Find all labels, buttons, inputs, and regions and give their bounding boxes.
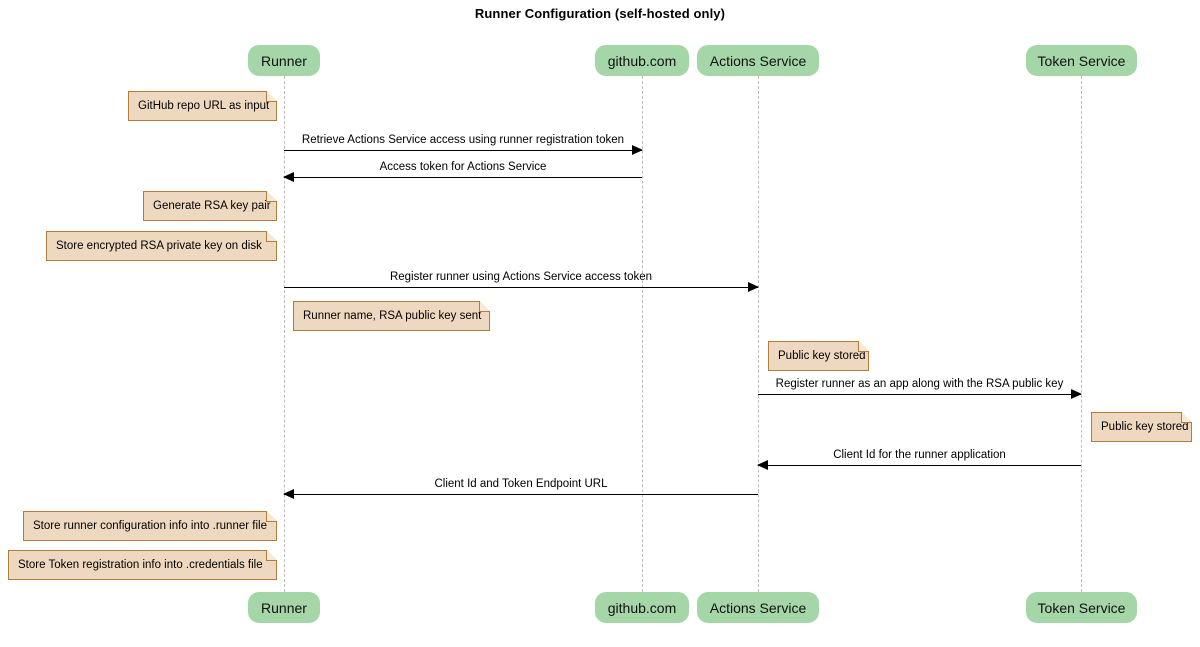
message-label: Client Id for the runner application bbox=[833, 449, 1006, 461]
participant-label: Token Service bbox=[1037, 52, 1126, 69]
note-fold-corner-icon bbox=[266, 190, 277, 202]
note-n7: Store runner configuration info into .ru… bbox=[23, 510, 277, 541]
participant-label: github.com bbox=[607, 599, 677, 616]
note-fold-corner-icon bbox=[266, 510, 277, 522]
participant-actions-top[interactable]: Actions Service bbox=[697, 45, 819, 76]
note-text: Store Token registration info into .cred… bbox=[18, 559, 263, 571]
message-line bbox=[758, 465, 1081, 466]
message-line bbox=[284, 494, 758, 495]
note-n8: Store Token registration info into .cred… bbox=[8, 549, 277, 580]
message-label: Client Id and Token Endpoint URL bbox=[434, 478, 608, 490]
participant-token-bottom[interactable]: Token Service bbox=[1026, 592, 1137, 623]
note-n1: GitHub repo URL as input bbox=[128, 90, 277, 121]
lifeline-runner bbox=[284, 76, 285, 592]
participant-label: Actions Service bbox=[709, 52, 807, 69]
message-line bbox=[758, 394, 1081, 395]
note-fold-corner-icon bbox=[266, 549, 277, 561]
participant-label: Runner bbox=[261, 52, 307, 69]
message-line bbox=[284, 287, 758, 288]
note-text: Runner name, RSA public key sent bbox=[303, 310, 482, 322]
note-n4: Runner name, RSA public key sent bbox=[293, 300, 490, 331]
participant-runner-bottom[interactable]: Runner bbox=[248, 592, 320, 623]
participant-token-top[interactable]: Token Service bbox=[1026, 45, 1137, 76]
participant-label: github.com bbox=[607, 52, 677, 69]
message-label: Access token for Actions Service bbox=[379, 161, 547, 173]
note-n6: Public key stored bbox=[1091, 411, 1192, 442]
arrow-head-icon bbox=[283, 172, 294, 182]
participant-github-top[interactable]: github.com bbox=[595, 45, 689, 76]
message-line bbox=[284, 150, 642, 151]
arrow-head-icon bbox=[1071, 389, 1082, 399]
note-n2: Generate RSA key pair bbox=[143, 190, 277, 221]
note-n3: Store encrypted RSA private key on disk bbox=[46, 230, 277, 261]
arrow-head-icon bbox=[632, 145, 643, 155]
note-text: Store runner configuration info into .ru… bbox=[33, 520, 267, 532]
participant-label: Runner bbox=[261, 599, 307, 616]
arrow-head-icon bbox=[757, 460, 768, 470]
lifeline-actions bbox=[758, 76, 759, 592]
message-label: Register runner as an app along with the… bbox=[775, 378, 1064, 390]
note-text: GitHub repo URL as input bbox=[138, 100, 270, 112]
note-text: Public key stored bbox=[778, 350, 866, 362]
message-label: Retrieve Actions Service access using ru… bbox=[301, 134, 625, 146]
participant-actions-bottom[interactable]: Actions Service bbox=[697, 592, 819, 623]
participant-github-bottom[interactable]: github.com bbox=[595, 592, 689, 623]
participant-label: Token Service bbox=[1037, 599, 1126, 616]
arrow-head-icon bbox=[748, 282, 759, 292]
lifeline-github bbox=[642, 76, 643, 592]
message-line bbox=[284, 177, 642, 178]
note-fold-corner-icon bbox=[1181, 411, 1192, 423]
note-fold-corner-icon bbox=[266, 230, 277, 242]
note-text: Generate RSA key pair bbox=[153, 200, 271, 212]
participant-runner-top[interactable]: Runner bbox=[248, 45, 320, 76]
note-fold-corner-icon bbox=[266, 90, 277, 102]
note-n5: Public key stored bbox=[768, 340, 869, 371]
lifeline-token bbox=[1081, 76, 1082, 592]
message-label: Register runner using Actions Service ac… bbox=[389, 271, 653, 283]
arrow-head-icon bbox=[283, 489, 294, 499]
note-text: Public key stored bbox=[1101, 421, 1189, 433]
note-fold-corner-icon bbox=[858, 340, 869, 352]
page-title: Runner Configuration (self-hosted only) bbox=[474, 6, 726, 21]
note-text: Store encrypted RSA private key on disk bbox=[56, 240, 262, 252]
participant-label: Actions Service bbox=[709, 599, 807, 616]
note-fold-corner-icon bbox=[479, 300, 490, 312]
